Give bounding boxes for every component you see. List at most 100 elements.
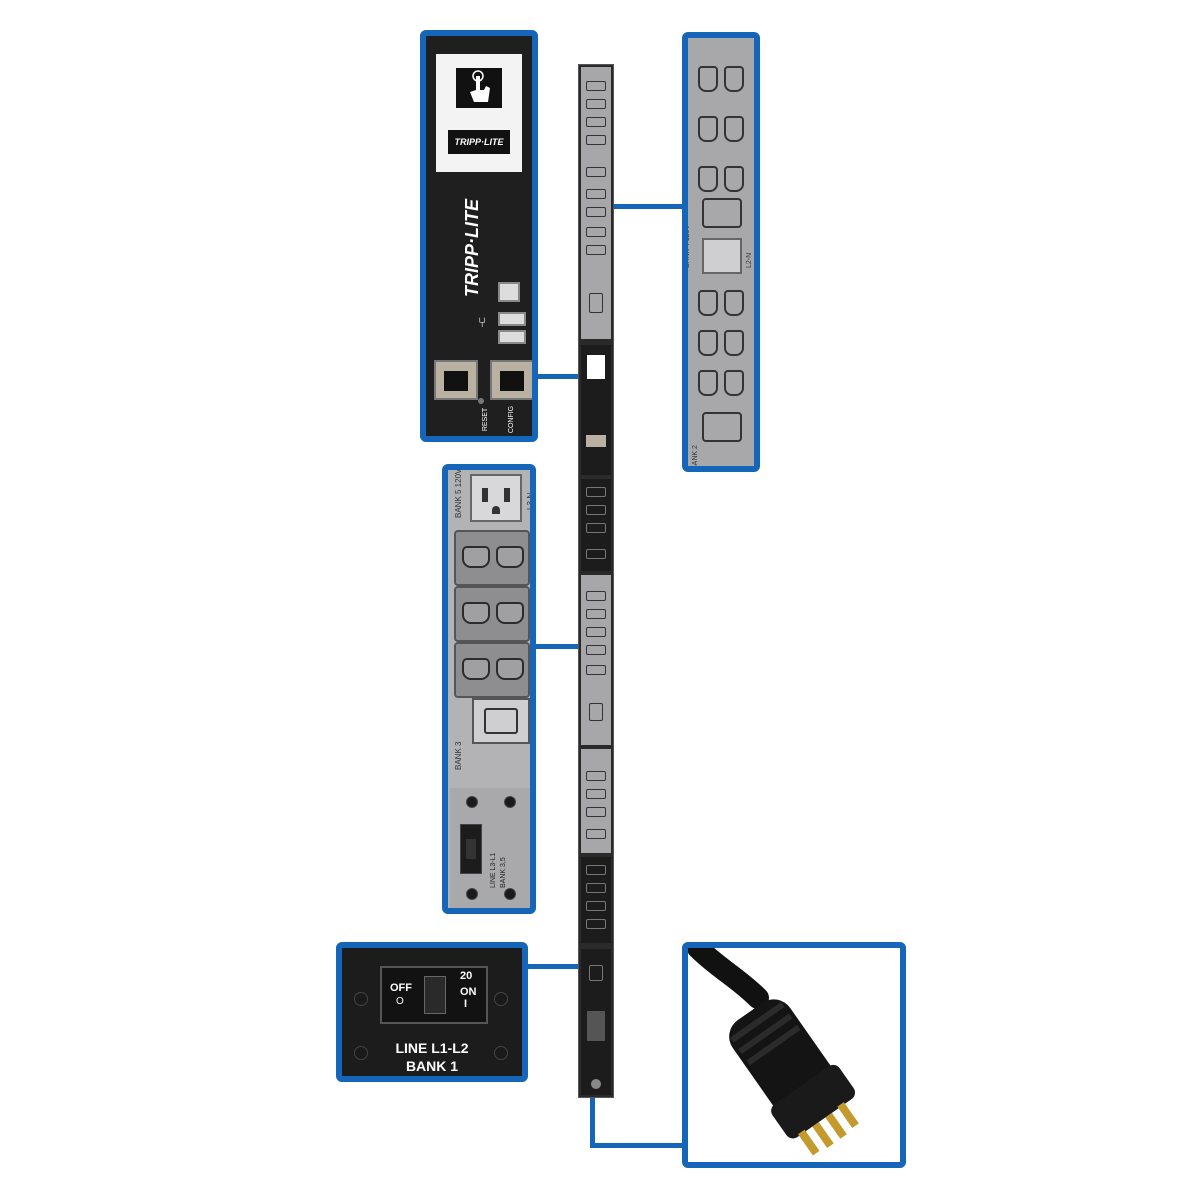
c13-socket xyxy=(462,602,490,624)
mini-outlet xyxy=(586,883,606,893)
mini-screen xyxy=(587,355,605,379)
screw xyxy=(494,1046,508,1060)
middle-breaker-bank: BANK 3,5 xyxy=(500,857,507,888)
usb-a-port xyxy=(498,312,526,326)
screw xyxy=(466,888,478,900)
power-cord xyxy=(688,948,769,1009)
touch-icon xyxy=(456,68,502,108)
mini-outlet xyxy=(586,135,606,145)
mini-outlet xyxy=(586,591,606,601)
plug-face xyxy=(771,1064,855,1139)
connector-middle-outlets xyxy=(534,644,578,649)
mini-outlet xyxy=(586,627,606,637)
outlet-pair-row xyxy=(692,62,750,102)
breaker-off-symbol: O xyxy=(396,996,404,1007)
mini-outlet xyxy=(586,81,606,91)
mini-label-plate xyxy=(587,1011,605,1041)
mini-outlet xyxy=(586,227,606,237)
network-port xyxy=(434,360,478,400)
c13-socket xyxy=(462,658,490,680)
callout-display-panel: TRIPP·LITE TRIPP·LITE ⑂ RESET CONFIG xyxy=(420,30,538,442)
c13-outlet xyxy=(698,370,718,396)
c19-outlet xyxy=(702,412,742,442)
callout-breaker: OFF O 20 ON I LINE L1-L2 BANK 1 xyxy=(336,942,528,1082)
callout-top-outlets: BANK 4 120V L2-N BANK 2 xyxy=(682,32,760,472)
mini-outlet xyxy=(586,771,606,781)
outlet-pair-row xyxy=(692,162,750,202)
breaker-on-symbol: I xyxy=(464,998,468,1010)
breaker-off-label: OFF xyxy=(390,982,412,994)
plug-prong xyxy=(837,1102,859,1128)
c13-outlet xyxy=(724,116,744,142)
c13-outlet xyxy=(724,66,744,92)
c13-outlet xyxy=(698,116,718,142)
breaker-switch: OFF O 20 ON I xyxy=(380,966,488,1024)
mini-outlet xyxy=(586,807,606,817)
middle-breaker-line: LINE L3-L1 xyxy=(490,852,497,888)
mini-outlet xyxy=(586,919,606,929)
pdu-silver-section-middle xyxy=(581,575,611,745)
mini-outlet xyxy=(586,245,606,255)
mini-outlet xyxy=(586,99,606,109)
config-port xyxy=(490,360,532,400)
screen-logo: TRIPP·LITE xyxy=(448,130,510,154)
nema-ground xyxy=(492,506,500,514)
usb-icon: ⑂ xyxy=(478,314,487,330)
mini-breaker-toggle xyxy=(466,839,476,859)
mini-outlet xyxy=(586,505,606,515)
c19-socket xyxy=(484,708,518,734)
plug-ridge xyxy=(746,1024,801,1066)
mini-breaker xyxy=(589,965,603,981)
mini-breaker xyxy=(589,703,603,721)
mini-breaker-switch xyxy=(460,824,482,874)
plug-ridge xyxy=(738,1013,793,1054)
mini-outlet xyxy=(586,487,606,497)
usb-a-port xyxy=(498,330,526,344)
pdu-breaker-section xyxy=(581,949,611,1095)
mini-outlet xyxy=(586,117,606,127)
config-jack xyxy=(500,371,524,391)
breaker-toggle xyxy=(424,976,446,1014)
config-label: CONFIG xyxy=(508,405,516,434)
reset-label: RESET xyxy=(482,407,490,432)
network-jack xyxy=(444,371,468,391)
c13-outlet-block xyxy=(454,586,530,642)
callout-plug xyxy=(682,942,906,1168)
breaker-line-label: LINE L1-L2 xyxy=(395,1040,469,1056)
mini-breaker xyxy=(589,293,603,313)
mini-outlet xyxy=(586,523,606,533)
c13-outlet-block xyxy=(454,530,530,586)
usb-b-port xyxy=(498,282,520,302)
screw xyxy=(504,888,516,900)
breaker-rating: 20 xyxy=(460,970,473,982)
c13-outlet xyxy=(724,330,744,356)
connector-display xyxy=(536,374,578,379)
c13-outlet xyxy=(698,330,718,356)
mini-ports xyxy=(586,435,606,447)
screw xyxy=(466,796,478,808)
mini-outlet xyxy=(586,901,606,911)
nema-outlet xyxy=(470,474,522,522)
c19-outlet xyxy=(702,198,742,228)
screw xyxy=(494,992,508,1006)
plug-prong xyxy=(812,1122,834,1148)
mini-outlet xyxy=(586,829,606,839)
screw xyxy=(504,796,516,808)
outlet-pair-row xyxy=(692,112,750,152)
pdu-silver-section-lower xyxy=(581,749,611,853)
line-label-top: L2-N xyxy=(746,252,753,268)
mini-cord-exit xyxy=(591,1079,601,1089)
connector-plug-horizontal xyxy=(590,1143,686,1148)
bank5-label: BANK 5 120V xyxy=(454,468,463,518)
plug-prong xyxy=(825,1112,847,1139)
bank2-label: BANK 2 xyxy=(692,445,699,470)
c13-socket xyxy=(462,546,490,568)
c13-outlet xyxy=(698,166,718,192)
connector-top-outlets xyxy=(614,204,686,209)
bank4-label: BANK 4 120V xyxy=(684,224,691,268)
outlet-group xyxy=(692,56,750,204)
pdu-black-section-upper xyxy=(581,479,611,571)
pdu-silver-section-top xyxy=(581,67,611,339)
pdu-display-section xyxy=(581,345,611,475)
screw xyxy=(354,1046,368,1060)
